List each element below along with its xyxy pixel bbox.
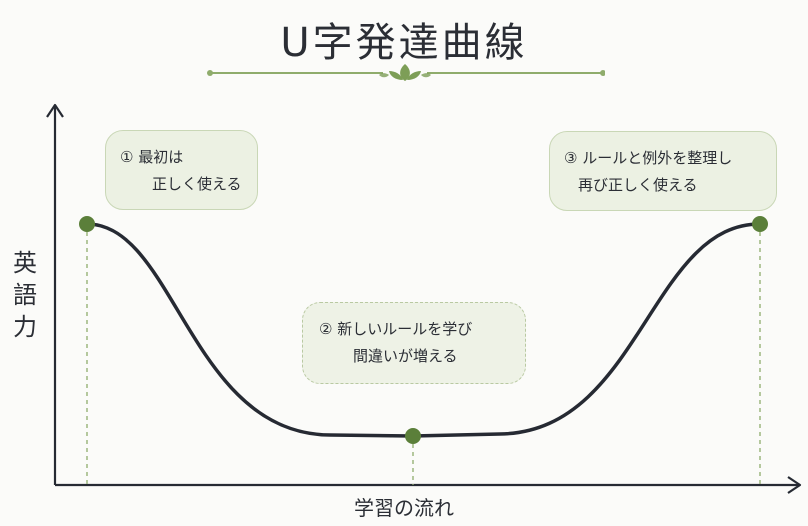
leaf-icon — [379, 64, 431, 81]
stage-1-line-2: 正しく使える — [152, 175, 242, 193]
stage-1-callout: ① 最初は 正しく使える — [105, 130, 258, 210]
stage-2-line-1: ② 新しいルールを学び — [319, 320, 473, 338]
y-axis-label-char: 力 — [13, 313, 37, 341]
y-axis-label-char: 語 — [13, 281, 37, 309]
curve-point-end — [752, 216, 768, 232]
ornament-dot-left — [207, 70, 213, 76]
stage-3-line-2: 再び正しく使える — [578, 176, 698, 194]
y-axis-label-char: 英 — [13, 249, 37, 277]
stage-3-callout: ③ ルールと例外を整理し 再び正しく使える — [549, 131, 777, 211]
stage-2-line-2: 間違いが増える — [353, 347, 458, 365]
y-axis-label: 英 語 力 — [10, 247, 40, 343]
stage-1-line-1: ① 最初は — [120, 148, 184, 166]
x-axis-label: 学習の流れ — [354, 496, 454, 520]
stage-3-line-1: ③ ルールと例外を整理し — [564, 149, 733, 167]
curve-point-bottom — [405, 428, 421, 444]
u-curve — [85, 222, 762, 438]
stage-2-callout: ② 新しいルールを学び 間違いが増える — [302, 302, 526, 384]
x-axis-arrowhead — [787, 476, 802, 494]
diagram-title: U字発達曲線 — [280, 20, 528, 66]
ornament-dot-right — [600, 70, 605, 76]
curve-point-start — [79, 216, 95, 232]
title-ornament — [207, 64, 605, 81]
y-axis-arrowhead — [46, 103, 64, 118]
